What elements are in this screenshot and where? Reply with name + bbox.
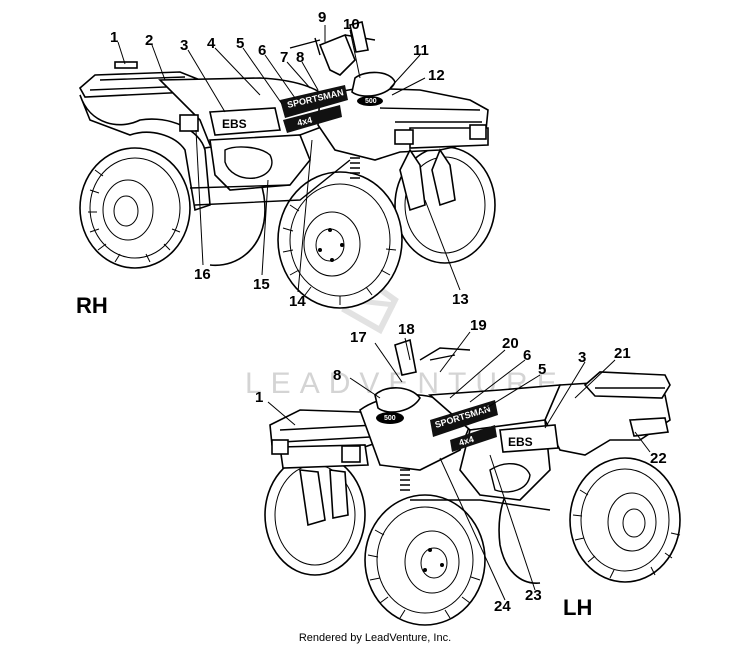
rh-rear-wheel — [79, 147, 191, 269]
lh-callout-5: 5 — [538, 361, 546, 378]
rh-callout-5: 5 — [236, 35, 244, 52]
rh-callout-15: 15 — [253, 276, 270, 293]
rh-callout-14: 14 — [289, 293, 306, 310]
lh-front-wheel — [364, 494, 486, 626]
lh-body: 500 EBS SPORTSMAN 4x4 — [269, 338, 671, 527]
rh-callout-10: 10 — [343, 16, 360, 33]
rh-callouts: 1 2 3 4 5 6 7 8 9 10 11 12 13 14 15 16 — [110, 9, 469, 310]
rh-callout-4: 4 — [207, 35, 216, 52]
rh-callout-11: 11 — [413, 42, 429, 59]
rh-callout-6: 6 — [258, 42, 266, 59]
lh-callout-17: 17 — [350, 329, 367, 346]
rh-4x4-decal: 4x4 — [296, 115, 313, 128]
rh-callout-8: 8 — [296, 49, 304, 66]
lh-ebs-decal: EBS — [508, 435, 533, 449]
rh-callout-3: 3 — [180, 37, 188, 54]
lh-callout-8: 8 — [333, 367, 341, 384]
lh-callout-6: 6 — [523, 347, 531, 364]
rh-callout-9: 9 — [318, 9, 326, 26]
rh-callout-2: 2 — [145, 32, 153, 49]
rh-callout-1: 1 — [110, 29, 118, 46]
rh-callout-13: 13 — [452, 291, 469, 308]
lh-rear-wheel — [569, 457, 681, 583]
svg-text:500: 500 — [365, 98, 377, 105]
atv-rh-view: 500 EBS SPORTSMAN 4x4 RH — [76, 9, 496, 318]
lh-callout-18: 18 — [398, 321, 415, 338]
rh-decal-1 — [114, 61, 138, 69]
rh-view-label: RH — [76, 293, 108, 318]
lh-callout-3: 3 — [578, 349, 586, 366]
svg-text:500: 500 — [384, 415, 396, 422]
lh-callout-1: 1 — [255, 389, 263, 406]
lh-callout-20: 20 — [502, 335, 519, 352]
lh-4x4-decal: 4x4 — [458, 434, 475, 448]
lh-callout-22: 22 — [650, 450, 667, 467]
rh-leader-lines — [117, 25, 461, 293]
rh-callout-12: 12 — [428, 67, 445, 84]
lh-callout-19: 19 — [470, 317, 487, 334]
lh-leader-lines — [267, 331, 651, 601]
lh-callout-23: 23 — [525, 587, 542, 604]
rh-callout-16: 16 — [194, 266, 211, 283]
lh-callouts: 17 18 19 20 6 5 3 21 8 1 22 23 24 — [255, 317, 667, 615]
atv-lh-view: 500 EBS SPORTSMAN 4x4 — [255, 317, 681, 626]
rh-front-wheel — [277, 171, 403, 309]
rh-ebs-decal: EBS — [222, 117, 247, 131]
footer-credit: Rendered by LeadVenture, Inc. — [298, 632, 452, 644]
rh-body: 500 EBS SPORTSMAN 4x4 — [78, 21, 489, 212]
lh-view-label: LH — [563, 595, 592, 620]
lh-callout-21: 21 — [614, 345, 631, 362]
lh-callout-24: 24 — [494, 598, 511, 615]
rh-callout-7: 7 — [280, 49, 288, 66]
